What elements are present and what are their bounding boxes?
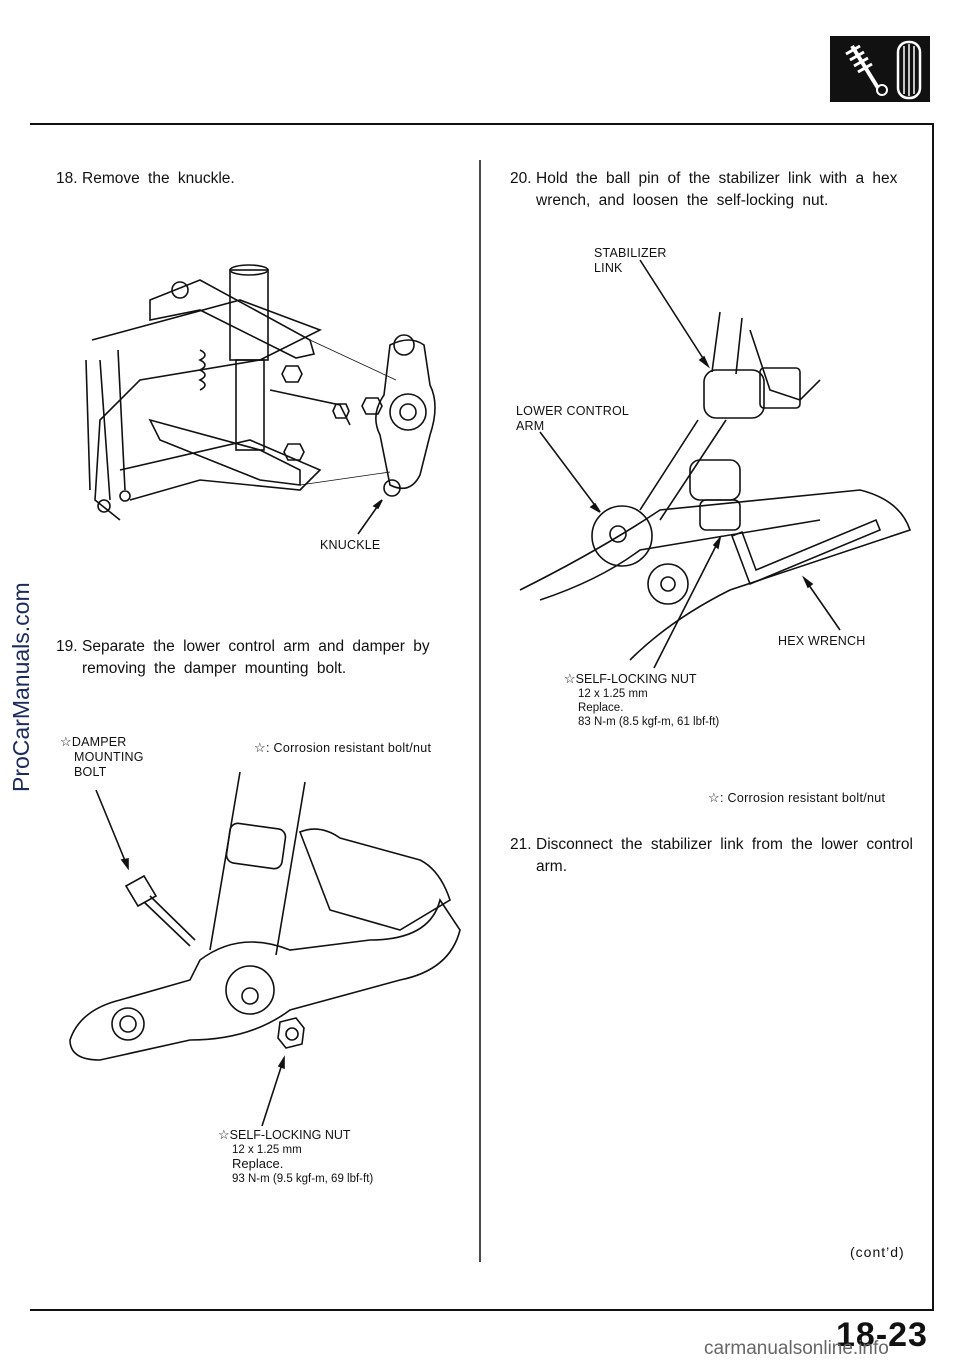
stabilizer-link-label: STABILIZER LINK — [594, 246, 667, 275]
step-21: 21.Disconnect the stabilizer link from t… — [510, 834, 920, 878]
step-text: Remove the knuckle. — [82, 170, 235, 187]
step-text-line2: wrench, and loosen the self-locking nut. — [536, 192, 829, 209]
footer-watermark: carmanualsonline.info — [704, 1338, 889, 1359]
star-icon: ☆ — [708, 790, 720, 805]
star-icon: ☆ — [218, 1127, 230, 1142]
corrosion-note-right: ☆: Corrosion resistant bolt/nut — [708, 790, 886, 805]
side-watermark: ProCarManuals.com — [8, 582, 34, 792]
step-19: 19.Separate the lower control arm and da… — [56, 636, 456, 680]
hex-wrench-label: HEX WRENCH — [778, 634, 866, 648]
step-text-line2: removing the damper mounting bolt. — [82, 660, 347, 677]
step-text-line1: Disconnect the stabilizer link from the … — [536, 836, 913, 853]
step-18: 18.Remove the knuckle. — [56, 168, 235, 190]
section-icon — [830, 36, 930, 102]
star-icon: ☆ — [254, 740, 266, 755]
star-icon: ☆ — [564, 671, 576, 686]
continued-label: (cont’d) — [850, 1244, 905, 1260]
step-text-line1: Hold the ball pin of the stabilizer link… — [536, 170, 898, 187]
step-number: 21. — [510, 836, 532, 853]
knuckle-label: KNUCKLE — [320, 538, 381, 552]
self-locking-nut-right: ☆SELF-LOCKING NUT 12 x 1.25 mm Replace. … — [564, 671, 720, 729]
lower-control-arm-label: LOWER CONTROL ARM — [516, 404, 630, 433]
self-locking-nut-left: ☆SELF-LOCKING NUT 12 x 1.25 mm Replace. … — [218, 1127, 374, 1186]
step-text-line2: arm. — [536, 858, 567, 875]
step-text-line1: Separate the lower control arm and dampe… — [82, 638, 430, 655]
suspension-shock-absorber-icon — [845, 40, 922, 100]
damper-bolt-label: ☆DAMPER MOUNTING BOLT — [60, 734, 144, 779]
step-20: 20.Hold the ball pin of the stabilizer l… — [510, 168, 920, 212]
step-number: 19. — [56, 638, 78, 655]
star-icon: ☆ — [60, 734, 72, 749]
page-number: 18-23 — [836, 1316, 928, 1354]
step-number: 18. — [56, 170, 78, 187]
step-number: 20. — [510, 170, 532, 187]
corrosion-note-left: ☆: Corrosion resistant bolt/nut — [254, 740, 432, 755]
